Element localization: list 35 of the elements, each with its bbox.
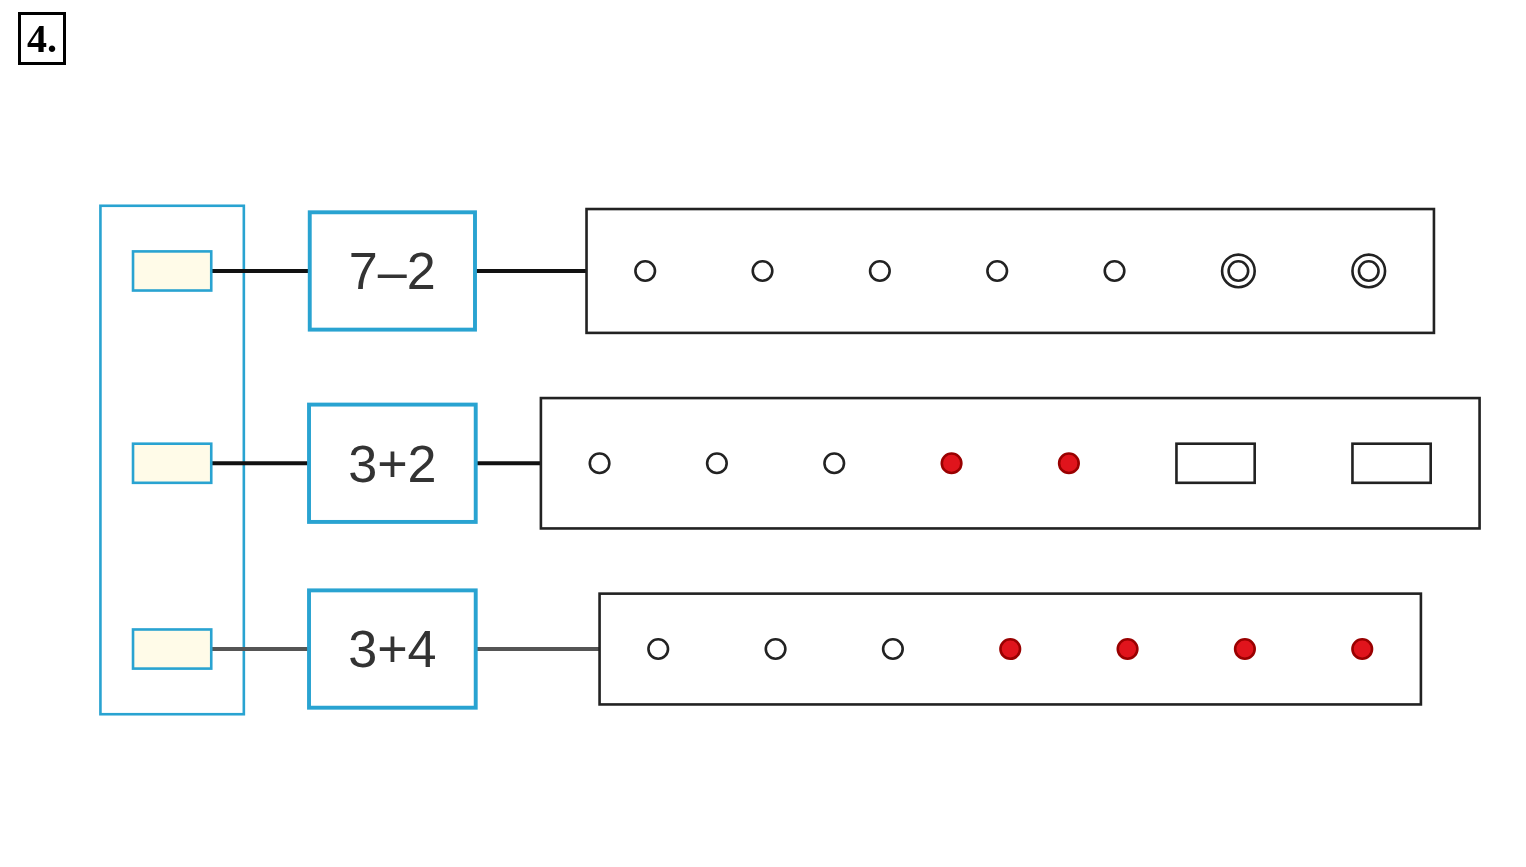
- node-box: 7–2: [307, 210, 477, 332]
- node-box: [1351, 442, 1432, 485]
- node-circle: [705, 452, 728, 475]
- node-circle: [588, 452, 611, 475]
- node-circle: [868, 259, 891, 283]
- connector: [211, 461, 309, 466]
- connector: [211, 647, 309, 651]
- node-circle: [764, 637, 787, 661]
- cluster: [585, 207, 1436, 335]
- node-dot: [1057, 452, 1080, 475]
- node-dot: [940, 452, 963, 475]
- node-box: [1175, 442, 1256, 485]
- node-dot: [1351, 637, 1374, 661]
- node-dot: [1116, 637, 1139, 661]
- node-dot: [1233, 637, 1256, 661]
- cluster: [539, 396, 1481, 530]
- node-circle: [1103, 259, 1126, 283]
- cluster: [99, 204, 246, 716]
- node-box: 3+4: [307, 588, 478, 710]
- node-circle: [647, 637, 670, 661]
- node-circle: [823, 452, 846, 475]
- node-circle: [634, 259, 657, 283]
- cluster: [598, 592, 1423, 706]
- task-number: 4.: [18, 12, 66, 65]
- node-picture: [131, 442, 213, 485]
- node-crossed-circle: [1220, 253, 1256, 289]
- node-picture: [131, 250, 213, 292]
- node-circle: [881, 637, 904, 661]
- node-dot: [999, 637, 1022, 661]
- node-circle: [751, 259, 774, 283]
- node-picture: [131, 628, 213, 670]
- connector: [475, 269, 587, 273]
- node-circle: [986, 259, 1009, 283]
- node-box: 3+2: [307, 402, 478, 524]
- node-crossed-circle: [1351, 253, 1387, 289]
